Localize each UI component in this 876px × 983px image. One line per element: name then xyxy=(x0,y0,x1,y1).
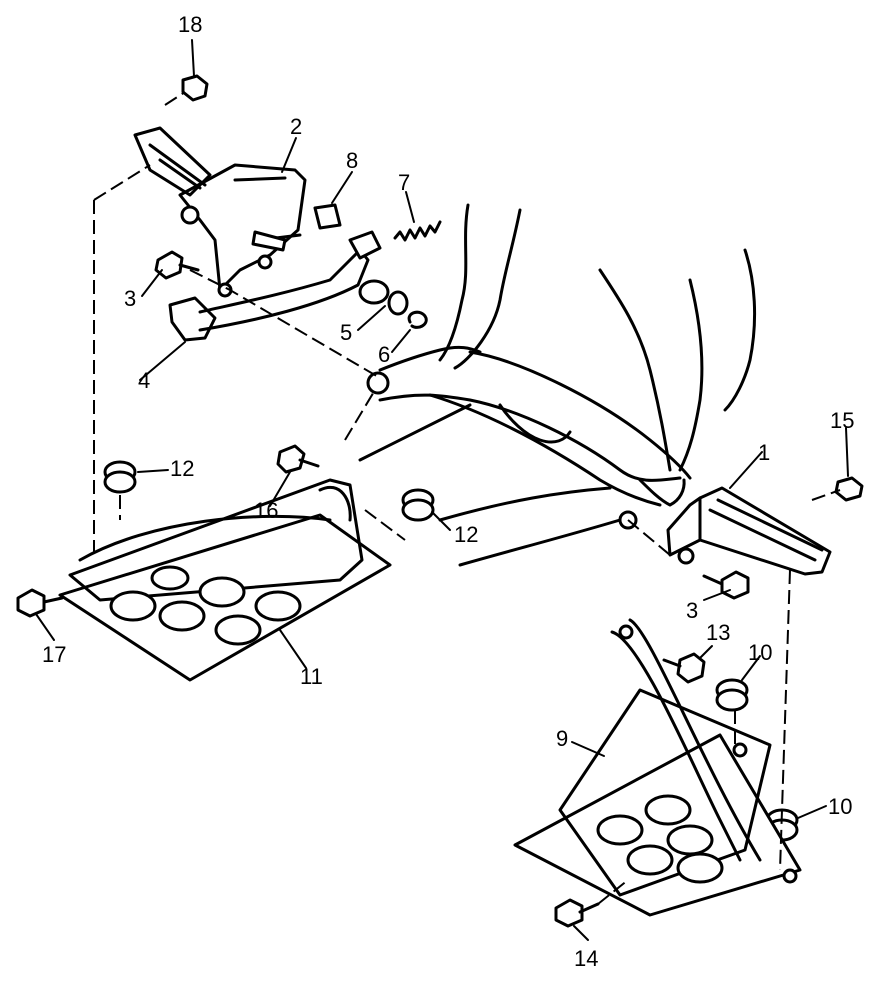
callout-12-left: 12 xyxy=(170,456,194,481)
callout-17: 17 xyxy=(42,642,66,667)
callout-4: 4 xyxy=(138,368,150,393)
assembly-guide-lines xyxy=(93,91,841,905)
left-footplate-11 xyxy=(58,478,392,682)
callout-8: 8 xyxy=(346,148,358,173)
callout-14: 14 xyxy=(574,946,598,971)
callout-16: 16 xyxy=(254,498,278,523)
leader-lines xyxy=(35,39,849,941)
callout-15: 15 xyxy=(830,408,854,433)
callout-5: 5 xyxy=(340,320,352,345)
callout-11: 11 xyxy=(300,664,323,689)
callout-6: 6 xyxy=(378,342,390,367)
right-footrest-1 xyxy=(666,486,832,576)
callout-1: 1 xyxy=(758,440,770,465)
callout-9: 9 xyxy=(556,726,568,751)
callout-2: 2 xyxy=(290,114,302,139)
brake-pedal xyxy=(168,230,382,342)
left-footrest-assembly xyxy=(133,126,307,292)
callout-10-upper: 10 xyxy=(748,640,772,665)
frame-outline xyxy=(358,203,757,567)
callout-3-right: 3 xyxy=(686,598,698,623)
callout-3-left: 3 xyxy=(124,286,136,311)
callout-10-lower: 10 xyxy=(828,794,852,819)
callout-labels: 18 2 8 7 3 4 5 6 12 16 17 11 1 15 12 3 1… xyxy=(42,12,854,971)
right-footplate-9 xyxy=(513,618,802,917)
callout-13: 13 xyxy=(706,620,730,645)
callout-7: 7 xyxy=(398,170,410,195)
callout-12-right: 12 xyxy=(454,522,478,547)
callout-18: 18 xyxy=(178,12,202,37)
